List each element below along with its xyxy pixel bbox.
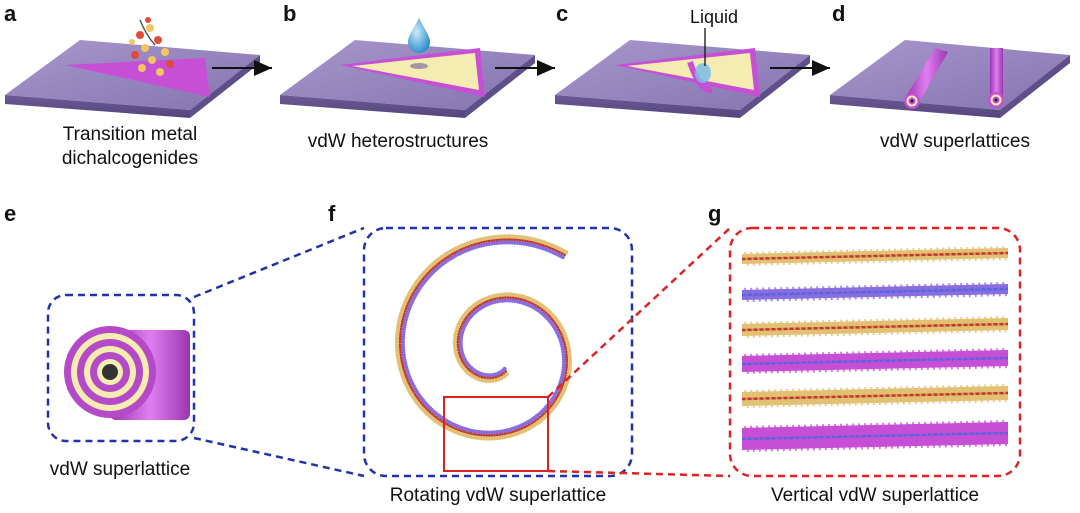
box-f	[362, 226, 634, 478]
roll-cross-section	[64, 326, 190, 420]
liquid-annotation: Liquid	[690, 7, 739, 27]
vertical-layers	[741, 245, 1009, 453]
panel-label-a: a	[4, 1, 17, 26]
panel-label-g: g	[708, 201, 722, 226]
rotating-spiral	[394, 234, 573, 441]
water-drop-icon	[408, 18, 430, 53]
caption-f: Rotating vdW superlattice	[389, 485, 607, 506]
panel-label-b: b	[283, 1, 297, 26]
liquid-drop	[695, 63, 711, 83]
panel-label-e: e	[4, 201, 17, 226]
precursor-particles	[129, 17, 174, 76]
caption-a: Transition metal dichalcogenides	[30, 123, 230, 171]
tmd-triangle-a	[65, 58, 210, 97]
scroll-roll-2	[988, 48, 1004, 108]
heterostructure-triangle-b	[352, 53, 479, 90]
substrate-d	[830, 40, 1070, 118]
scroll-roll-1	[904, 48, 948, 109]
caption-a-line1: Transition metal	[62, 124, 198, 145]
panel-label-f: f	[328, 201, 336, 226]
caption-e: vdW superlattice	[49, 459, 191, 480]
panel-label-d: d	[832, 1, 846, 26]
caption-g: Vertical vdW superlattice	[770, 485, 980, 506]
substrate-b	[280, 40, 535, 118]
box-g	[728, 226, 1022, 478]
box-e	[46, 293, 196, 443]
substrate-c	[555, 28, 810, 118]
caption-b: vdW heterostructures	[307, 131, 489, 152]
caption-d: vdW superlattices	[880, 131, 1030, 152]
panel-label-c: c	[556, 1, 569, 26]
substrate-a	[5, 40, 260, 118]
caption-a-line2: dichalcogenides	[61, 147, 199, 169]
zoom-box	[443, 396, 549, 472]
